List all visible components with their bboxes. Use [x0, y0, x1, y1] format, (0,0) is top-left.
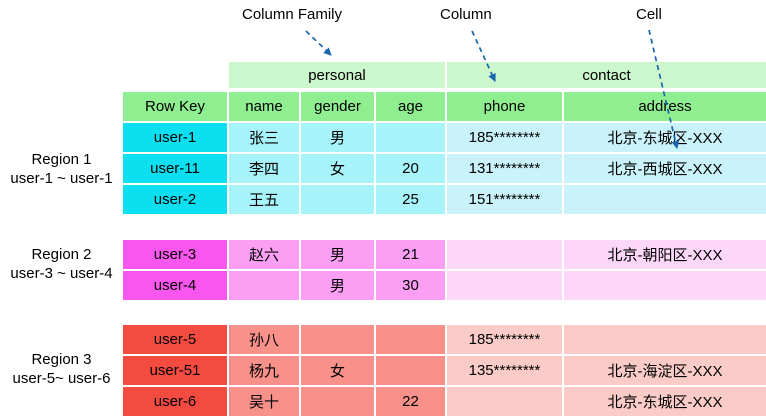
cell-rowkey: user-4: [123, 271, 227, 300]
cell-age: [376, 356, 445, 385]
cell-name: 孙八: [229, 325, 299, 354]
cell-gender: 女: [301, 356, 374, 385]
region-name: Region 1: [31, 151, 92, 168]
cell-rowkey: user-6: [123, 387, 227, 416]
header-row-key: Row Key: [123, 92, 227, 121]
cell-age: 25: [376, 185, 445, 214]
cell-rowkey: user-11: [123, 154, 227, 183]
cell-gender: 男: [301, 271, 374, 300]
cell-rowkey: user-1: [123, 123, 227, 152]
table-row: user-51 杨九 女 135******** 北京-海淀区-XXX: [123, 356, 766, 385]
cell-address: [564, 271, 766, 300]
cell-phone: [447, 240, 562, 269]
column-label: Column: [440, 6, 492, 23]
cell-gender: 男: [301, 123, 374, 152]
cell-gender: [301, 325, 374, 354]
region-name: Region 2: [31, 246, 92, 263]
region-2-label: Region 2 user-3 ~ user-4: [0, 245, 123, 283]
cell-name: 李四: [229, 154, 299, 183]
cell-age: [376, 325, 445, 354]
cell-phone: [447, 387, 562, 416]
region-1-table: user-1 张三 男 185******** 北京-东城区-XXX user-…: [123, 123, 766, 214]
region-3-table: user-5 孙八 185******** user-51 杨九 女 135**…: [123, 325, 766, 416]
cell-address: 北京-东城区-XXX: [564, 123, 766, 152]
cell-rowkey: user-2: [123, 185, 227, 214]
cell-age: 22: [376, 387, 445, 416]
cell-phone: 131********: [447, 154, 562, 183]
column-family-label: Column Family: [242, 6, 343, 23]
cell-phone: 135********: [447, 356, 562, 385]
cell-address: 北京-东城区-XXX: [564, 387, 766, 416]
column-family-header-spacer: [123, 62, 227, 88]
header-name: name: [229, 92, 299, 121]
region-3-label: Region 3 user-5~ user-6: [0, 350, 123, 388]
cell-address: [564, 325, 766, 354]
cell-age: 30: [376, 271, 445, 300]
cell-rowkey: user-5: [123, 325, 227, 354]
region-name: Region 3: [31, 351, 92, 368]
cell-rowkey: user-3: [123, 240, 227, 269]
table-row: user-5 孙八 185********: [123, 325, 766, 354]
cell-phone: 185********: [447, 123, 562, 152]
table-row: user-11 李四 女 20 131******** 北京-西城区-XXX: [123, 154, 766, 183]
column-family-contact: contact: [447, 62, 766, 88]
column-family-personal: personal: [229, 62, 445, 88]
table-row: user-1 张三 男 185******** 北京-东城区-XXX: [123, 123, 766, 152]
cell-name: 赵六: [229, 240, 299, 269]
cell-name: 王五: [229, 185, 299, 214]
table-row: user-4 男 30: [123, 271, 766, 300]
table-row: user-6 吴十 22 北京-东城区-XXX: [123, 387, 766, 416]
region-1-label: Region 1 user-1 ~ user-1: [0, 150, 123, 188]
cell-age: 21: [376, 240, 445, 269]
cell-address: [564, 185, 766, 214]
cell-name: 吴十: [229, 387, 299, 416]
column-family-header-row: personal contact: [123, 62, 766, 88]
region-2-table: user-3 赵六 男 21 北京-朝阳区-XXX user-4 男 30: [123, 240, 766, 300]
cell-gender: 女: [301, 154, 374, 183]
cell-gender: [301, 387, 374, 416]
header-age: age: [376, 92, 445, 121]
cell-gender: [301, 185, 374, 214]
cell-name: 杨九: [229, 356, 299, 385]
region-range: user-3 ~ user-4: [10, 265, 113, 282]
cell-phone: 151********: [447, 185, 562, 214]
cell-address: 北京-西城区-XXX: [564, 154, 766, 183]
column-family-arrow: [305, 30, 332, 56]
cell-gender: 男: [301, 240, 374, 269]
table-row: user-3 赵六 男 21 北京-朝阳区-XXX: [123, 240, 766, 269]
cell-phone: 185********: [447, 325, 562, 354]
cell-name: 张三: [229, 123, 299, 152]
table-row: user-2 王五 25 151********: [123, 185, 766, 214]
column-header-row: Row Key name gender age phone address: [123, 92, 766, 121]
cell-age: [376, 123, 445, 152]
header-phone: phone: [447, 92, 562, 121]
header-address: address: [564, 92, 766, 121]
region-range: user-5~ user-6: [12, 370, 111, 387]
cell-rowkey: user-51: [123, 356, 227, 385]
header-gender: gender: [301, 92, 374, 121]
cell-name: [229, 271, 299, 300]
cell-address: 北京-海淀区-XXX: [564, 356, 766, 385]
cell-address: 北京-朝阳区-XXX: [564, 240, 766, 269]
cell-label: Cell: [636, 6, 662, 23]
region-range: user-1 ~ user-1: [10, 170, 113, 187]
cell-age: 20: [376, 154, 445, 183]
cell-phone: [447, 271, 562, 300]
